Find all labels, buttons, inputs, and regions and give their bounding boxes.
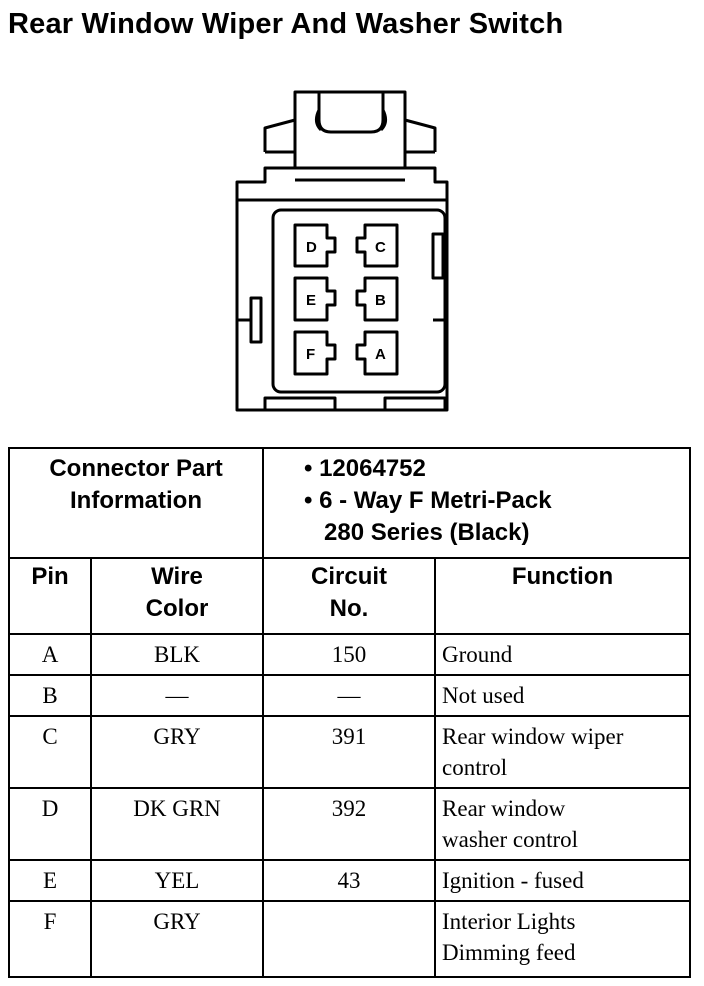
part-number: • 12064752	[304, 455, 426, 482]
wire-color-cell: DK GRN	[89, 787, 265, 861]
part-info-row: Connector Part Information • 12064752 • …	[7, 447, 692, 559]
function-cell: Ignition - fused	[434, 859, 692, 902]
pin-cell: C	[8, 715, 92, 789]
pin-label-a: A	[375, 346, 386, 363]
col-header-pin: Pin	[8, 557, 92, 635]
pin-cell: D	[8, 787, 92, 861]
connector-lock-tab	[293, 90, 407, 168]
pin-cavity-c	[355, 223, 399, 268]
pin-label-e: E	[306, 292, 316, 309]
part-info-value: • 12064752 • 6 - Way F Metri-Pack 280 Se…	[262, 447, 692, 559]
col-header-circuit: Circuit No.	[262, 557, 437, 635]
pin-cell: B	[8, 674, 92, 717]
pin-cell: E	[8, 859, 92, 902]
circuit-cell: —	[262, 674, 437, 717]
circuit-cell: 392	[262, 787, 437, 861]
part-description-cont: 280 Series (Black)	[324, 519, 530, 546]
pin-cavity-f	[293, 330, 337, 376]
wire-color-cell: BLK	[89, 633, 265, 676]
function-cell: Not used	[434, 674, 692, 717]
col-header-function: Function	[434, 557, 692, 635]
wire-color-cell: YEL	[89, 859, 265, 902]
pin-cell: A	[8, 633, 92, 676]
pin-cavity-b	[355, 276, 399, 322]
column-header-row: Pin Wire Color Circuit No. Function	[8, 557, 692, 635]
pin-label-b: B	[375, 292, 386, 309]
connector-housing	[235, 166, 449, 412]
function-cell: Ground	[434, 633, 692, 676]
part-description: • 6 - Way F Metri-Pack	[304, 487, 552, 514]
page-title: Rear Window Wiper And Washer Switch	[8, 8, 564, 40]
col-header-wire-color: Wire Color	[89, 557, 265, 635]
pin-cavity-e	[293, 276, 337, 322]
pin-cavity-a	[355, 330, 399, 376]
wire-color-cell: GRY	[89, 715, 265, 789]
wire-color-cell: —	[89, 674, 265, 717]
circuit-cell	[262, 900, 437, 978]
circuit-cell: 391	[262, 715, 437, 789]
connector-diagram: D C E B F A	[235, 90, 449, 412]
wire-color-cell: GRY	[89, 900, 265, 978]
table-row: B — — Not used	[8, 674, 692, 717]
circuit-cell: 43	[262, 859, 437, 902]
connector-info-table: Connector Part Information • 12064752 • …	[7, 447, 692, 978]
pin-label-d: D	[306, 239, 317, 256]
pin-label-c: C	[375, 239, 386, 256]
circuit-cell: 150	[262, 633, 437, 676]
pin-cell: F	[8, 900, 92, 978]
table-row: E YEL 43 Ignition - fused	[8, 859, 692, 902]
pin-cavity-d	[293, 223, 337, 268]
table-row: A BLK 150 Ground	[8, 633, 692, 676]
pin-label-f: F	[306, 346, 315, 363]
part-info-label: Connector Part Information	[7, 447, 265, 559]
